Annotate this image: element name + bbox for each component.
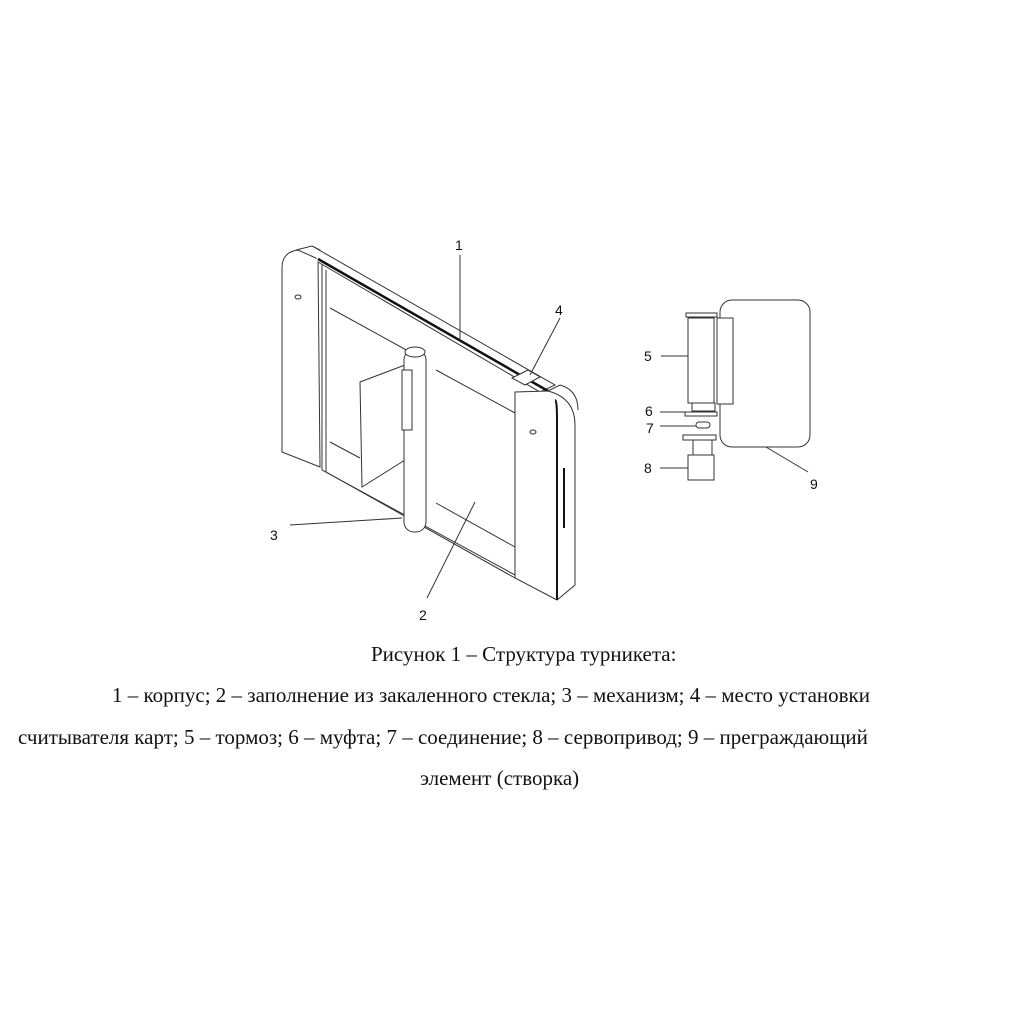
callout-1: 1 [455,237,463,253]
mechanism-side-drawing [660,299,811,481]
callout-4: 4 [555,302,563,318]
legend-line-3: элемент (створка) [420,766,580,790]
figure-caption-title: Рисунок 1 – Структура турникета: [371,642,677,666]
legend-line-1: 1 – корпус; 2 – заполнение из закаленног… [112,683,870,707]
callout-5: 5 [644,348,652,364]
turnstile-isometric-drawing [281,245,579,601]
callout-8: 8 [644,460,652,476]
callout-2: 2 [419,607,427,623]
legend-line-2: считывателя карт; 5 – тормоз; 6 – муфта;… [18,725,868,749]
callout-7: 7 [646,420,654,436]
callout-6: 6 [645,403,653,419]
callout-3: 3 [270,527,278,543]
callout-9: 9 [810,476,818,492]
